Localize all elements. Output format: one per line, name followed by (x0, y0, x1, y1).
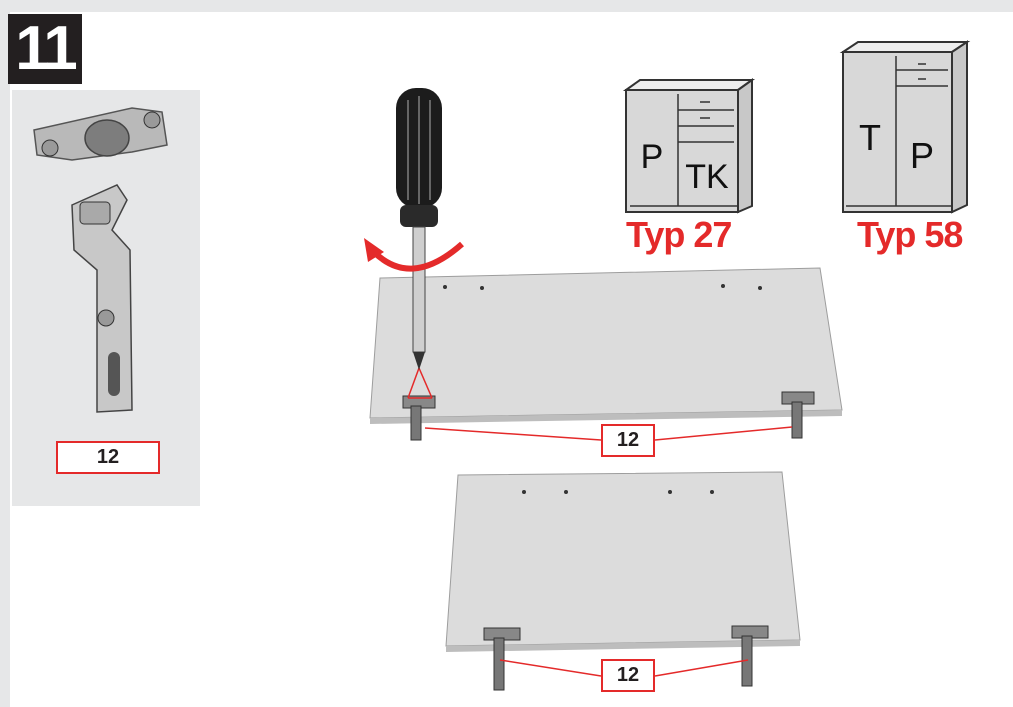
cabinet-27-door-left: P (641, 138, 664, 176)
type-27-label: Typ 27 (626, 214, 732, 255)
lower-hinge-callout: 12 (601, 659, 655, 692)
upper-leader-right (654, 426, 793, 441)
rotation-arrow-icon (364, 238, 464, 272)
lower-hinge-right (731, 625, 769, 687)
upper-hinge-callout: 12 (601, 424, 655, 457)
left-band (0, 12, 10, 707)
upper-hinge-left (402, 395, 436, 441)
top-band (0, 0, 1013, 12)
cabinet-icon: T P (839, 40, 971, 214)
lower-leader-right (654, 659, 749, 677)
lower-leader-left (499, 659, 602, 677)
cabinet-icon: P TK (622, 78, 756, 214)
upper-hinge-right (781, 391, 815, 439)
hinge-icon (33, 107, 168, 413)
part-panel (12, 90, 200, 506)
upper-door-board (369, 267, 843, 424)
cabinet-27-door-right: TK (685, 158, 729, 196)
cabinet-58-door-right: P (910, 135, 934, 176)
part-label: 12 (56, 441, 160, 474)
lower-hinge-left (483, 627, 521, 691)
screwdriver-icon (396, 88, 442, 370)
upper-leader-left (424, 427, 602, 441)
type-58-label: Typ 58 (857, 214, 963, 255)
step-number: 11 (8, 14, 82, 84)
lower-door-board (445, 471, 801, 652)
cabinet-58-door-left: T (859, 117, 881, 158)
